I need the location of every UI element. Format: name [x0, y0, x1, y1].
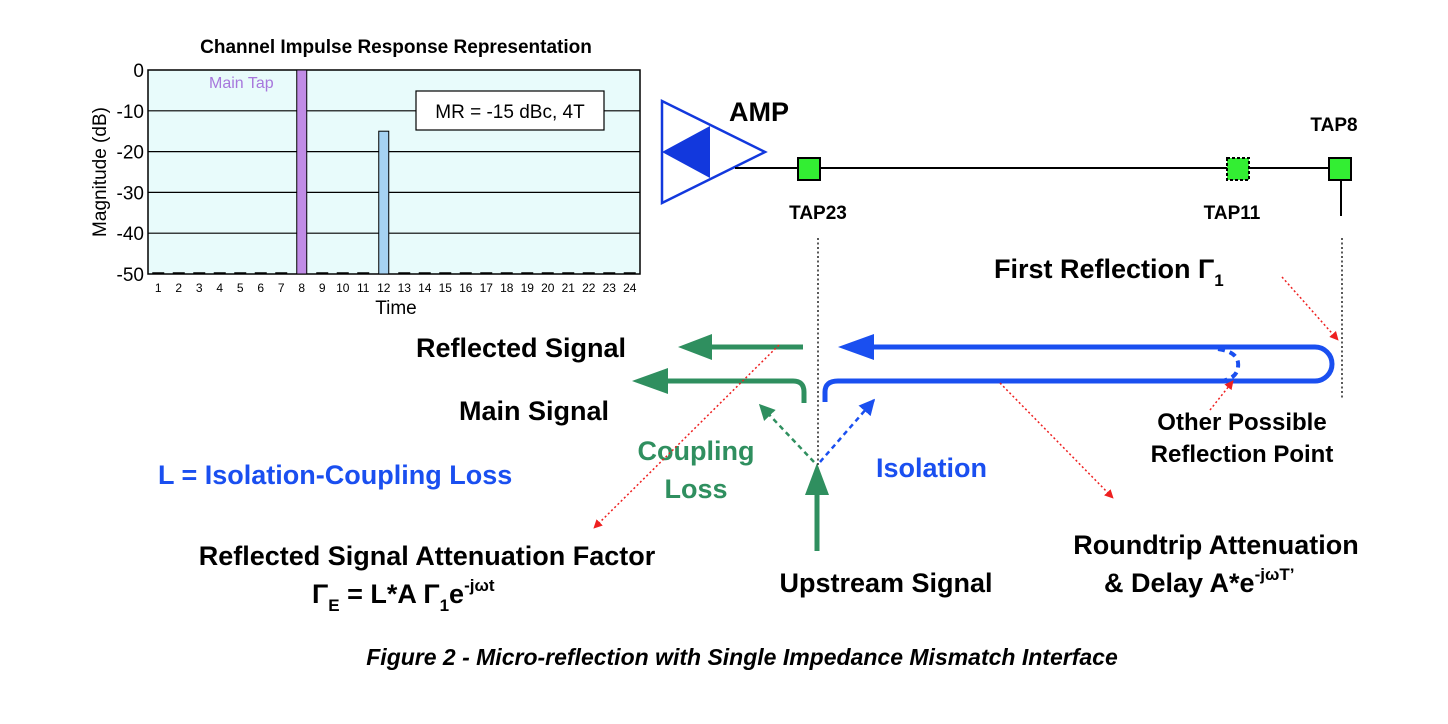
- coupling-loss-line1: Coupling: [638, 436, 755, 466]
- attenuation-factor-pointer: [593, 344, 780, 529]
- isolation-label: Isolation: [876, 453, 987, 483]
- chart-bars: [152, 69, 636, 275]
- first-reflection-label: First Reflection Γ1: [994, 254, 1224, 290]
- x-tick-label: 17: [480, 281, 494, 295]
- roundtrip-line1: Roundtrip Attenuation: [1073, 530, 1358, 560]
- impulse-response-chart: Channel Impulse Response Representation …: [90, 37, 641, 319]
- tap23-label: TAP23: [789, 203, 847, 224]
- amp-label: AMP: [729, 97, 789, 127]
- figure-caption: Figure 2 - Micro-reflection with Single …: [366, 644, 1118, 670]
- isolation-dashed-arrow: [819, 398, 876, 463]
- chart-title: Channel Impulse Response Representation: [200, 37, 592, 58]
- x-tick-label: 15: [439, 281, 453, 295]
- other-reflection-loop: [1217, 347, 1241, 383]
- x-tick-label: 3: [196, 281, 203, 295]
- other-reflection-point-line1: Other Possible: [1157, 409, 1326, 436]
- reflected-signal-arrow: [678, 334, 803, 360]
- y-tick-label: -20: [117, 143, 144, 164]
- x-tick-label: 14: [418, 281, 432, 295]
- attenuation-factor-title: Reflected Signal Attenuation Factor: [199, 541, 656, 571]
- annotation-box: [415, 90, 605, 131]
- reflected-signal-label: Reflected Signal: [416, 333, 626, 363]
- echo-tap-bar: [378, 130, 390, 275]
- main-tap-label: Main Tap: [209, 75, 274, 92]
- y-tick-label: -40: [117, 224, 144, 245]
- coupling-dashed-arrow: [758, 403, 815, 463]
- amp-inner-triangle: [662, 126, 710, 178]
- y-tick-labels: 0 -10 -20 -30 -40 -50: [117, 61, 144, 286]
- x-tick-label: 13: [398, 281, 412, 295]
- gamma-e-equation: ΓE = L*A Γ1e-jωt: [312, 576, 495, 615]
- roundtrip-line2: & Delay A*e-jωT’: [1104, 565, 1294, 598]
- coupling-loss-line2: Loss: [664, 474, 727, 504]
- tap11-label: TAP11: [1204, 203, 1261, 224]
- x-tick-label: 8: [298, 281, 305, 295]
- x-tick-label: 5: [237, 281, 244, 295]
- y-tick-label: -50: [117, 265, 144, 286]
- x-tick-label: 1: [155, 281, 162, 295]
- x-tick-label: 19: [521, 281, 535, 295]
- y-tick-label: 0: [133, 61, 144, 82]
- x-tick-label: 9: [319, 281, 326, 295]
- x-tick-label: 24: [623, 281, 637, 295]
- x-tick-label: 18: [500, 281, 514, 295]
- other-point-pointer: [1209, 380, 1234, 411]
- tap8-square: [1328, 157, 1352, 181]
- x-tick-label: 21: [562, 281, 576, 295]
- main-signal-label: Main Signal: [459, 396, 609, 426]
- tap8-label: TAP8: [1310, 115, 1357, 136]
- first-reflection-pointer: [1281, 276, 1339, 341]
- y-tick-label: -10: [117, 102, 144, 123]
- x-tick-label: 11: [357, 281, 370, 295]
- x-tick-label: 2: [175, 281, 182, 295]
- main-tap-bar: [296, 69, 308, 275]
- other-reflection-point-line2: Reflection Point: [1151, 441, 1334, 468]
- roundtrip-pointer: [999, 382, 1114, 499]
- x-tick-label: 10: [336, 281, 350, 295]
- x-axis-label: Time: [375, 298, 417, 319]
- x-tick-label: 6: [257, 281, 264, 295]
- annotation-text: MR = -15 dBc, 4T: [435, 102, 585, 123]
- x-tick-label: 16: [459, 281, 473, 295]
- main-signal-arrow: [632, 368, 807, 403]
- y-tick-label: -30: [117, 183, 144, 204]
- upstream-signal-arrow: [805, 463, 829, 551]
- x-tick-label: 22: [582, 281, 596, 295]
- x-tick-label: 4: [216, 281, 223, 295]
- x-tick-label: 20: [541, 281, 555, 295]
- reflection-loop-arrow: [822, 334, 1335, 402]
- upstream-signal-label: Upstream Signal: [779, 568, 992, 598]
- tap11-square: [1226, 157, 1250, 181]
- amplifier: AMP: [660, 97, 789, 206]
- x-tick-label: 12: [377, 281, 391, 295]
- x-tick-label: 7: [278, 281, 285, 295]
- x-tick-label: 23: [603, 281, 617, 295]
- tap23-square: [797, 157, 821, 181]
- y-axis-label: Magnitude (dB): [90, 107, 111, 237]
- l-equation-label: L = Isolation-Coupling Loss: [158, 460, 512, 490]
